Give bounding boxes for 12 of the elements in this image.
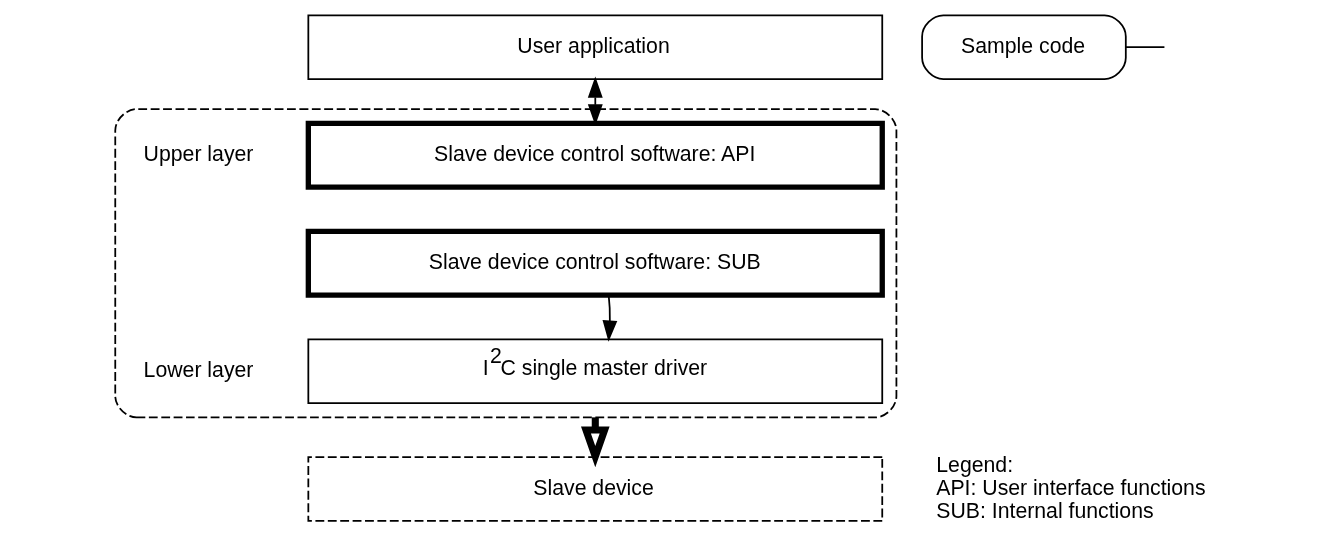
label: SUB: Internal functions — [935, 498, 1154, 523]
cluster — [113, 108, 897, 419]
label: Lower layer — [143, 357, 253, 382]
label: Upper layer — [143, 141, 253, 166]
node-box: Slave device control software: SUB — [305, 228, 885, 298]
node-box: User application — [306, 14, 883, 80]
node-box: Slave device — [306, 456, 883, 522]
label: Legend: — [935, 452, 1013, 477]
arrow — [602, 294, 617, 342]
node-box: Sample code — [920, 14, 1127, 80]
connector — [1124, 46, 1165, 49]
node-box: Slave device control software: API — [305, 120, 885, 190]
